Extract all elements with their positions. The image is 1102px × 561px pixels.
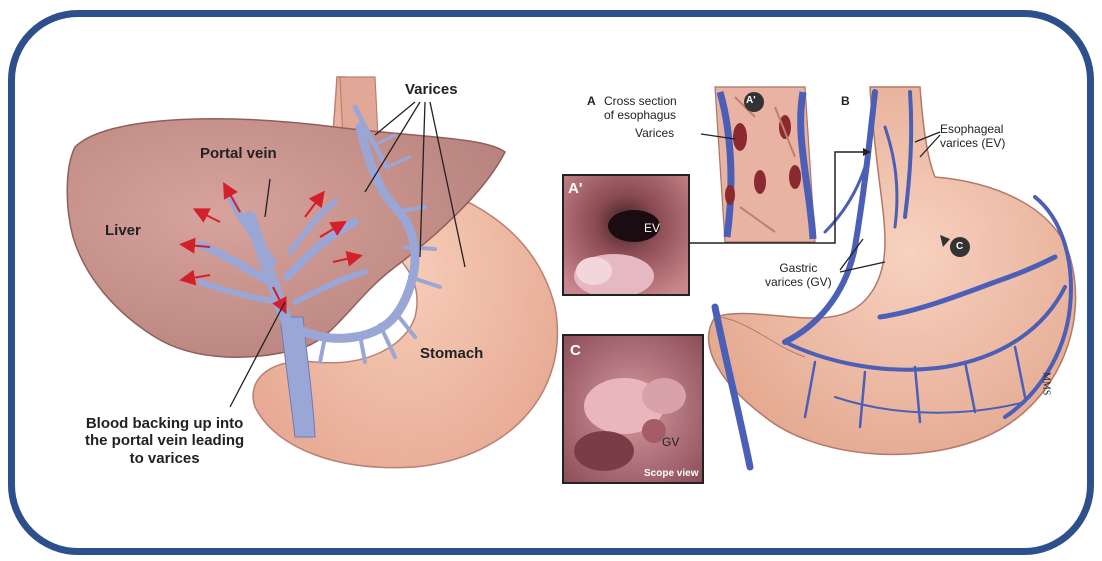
section-a-line-1: Cross section [604, 95, 677, 109]
esophageal-line-1: Esophageal [940, 123, 1005, 137]
caption-line-1: Blood backing up into [85, 415, 244, 432]
caption: Blood backing up into the portal vein le… [85, 415, 244, 467]
esophageal-line-2: varices (EV) [940, 137, 1005, 151]
illustration [15, 17, 1094, 555]
stomach-label: Stomach [420, 345, 483, 362]
endoscopy-inset-c: C GV Scope view [562, 334, 704, 484]
caption-line-2: the portal vein leading [85, 432, 244, 449]
ev-label: EV [644, 222, 660, 236]
right-varices-label: Varices [635, 127, 674, 141]
illustrator-signature: MMS [1040, 372, 1052, 395]
endoscopy-inset-a-prime: A' EV [562, 174, 690, 296]
inset-a-prime-letter: A' [568, 180, 582, 197]
section-a-letter: A [587, 95, 596, 109]
portal-vein-label: Portal vein [200, 145, 277, 162]
scope-view-label: Scope view [644, 468, 698, 480]
endoscopy-image-a-prime [564, 176, 688, 294]
gastric-varices-label: Gastric varices (GV) [765, 262, 832, 290]
inset-c-letter: C [570, 342, 581, 359]
gastric-line-1: Gastric [765, 262, 832, 276]
marker-c: C [956, 241, 963, 253]
caption-line-3: to varices [85, 450, 244, 467]
liver-label: Liver [105, 222, 141, 239]
section-a-title: Cross section of esophagus [604, 95, 677, 123]
esophageal-varices-label: Esophageal varices (EV) [940, 123, 1005, 151]
section-a-line-2: of esophagus [604, 109, 677, 123]
gv-label: GV [662, 436, 679, 450]
left-varices-label: Varices [405, 81, 458, 98]
esophagus-cross-section [715, 87, 815, 242]
marker-a-prime: A' [746, 95, 756, 107]
figure-frame: A' EV C GV Scope view Varices Portal vei… [8, 10, 1094, 555]
section-b-letter: B [841, 95, 850, 109]
endoscopy-image-c [564, 336, 702, 482]
gastric-line-2: varices (GV) [765, 276, 832, 290]
